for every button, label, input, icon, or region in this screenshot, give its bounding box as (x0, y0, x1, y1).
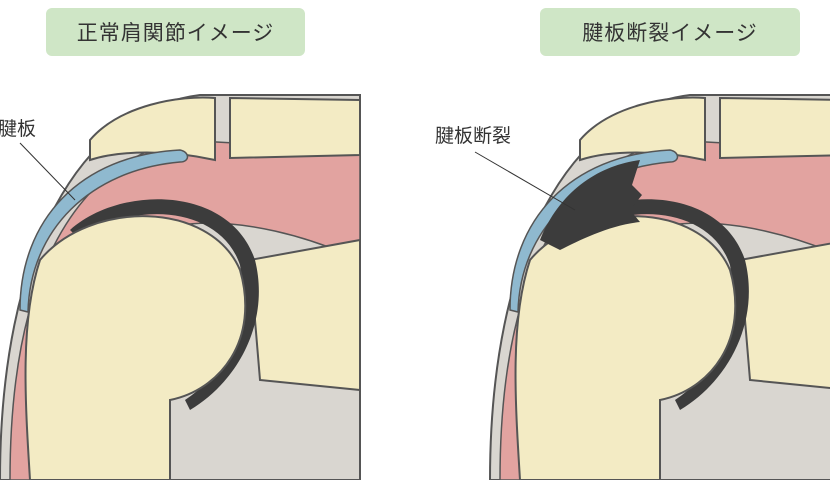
rotator-cuff-tear-label: 腱板断裂 (435, 125, 511, 147)
torn-shoulder-drawing (489, 94, 830, 480)
rotator-cuff-leader-line (19, 142, 76, 201)
tear-region (540, 160, 642, 250)
rotator-cuff-tear-title: 腱板断裂イメージ (540, 8, 800, 56)
rotator-cuff-label: 腱板 (0, 118, 36, 140)
normal-shoulder-title: 正常肩関節イメージ (46, 8, 305, 56)
rotator-cuff-tear-leader-line (474, 151, 576, 211)
normal-shoulder-drawing (0, 94, 361, 480)
